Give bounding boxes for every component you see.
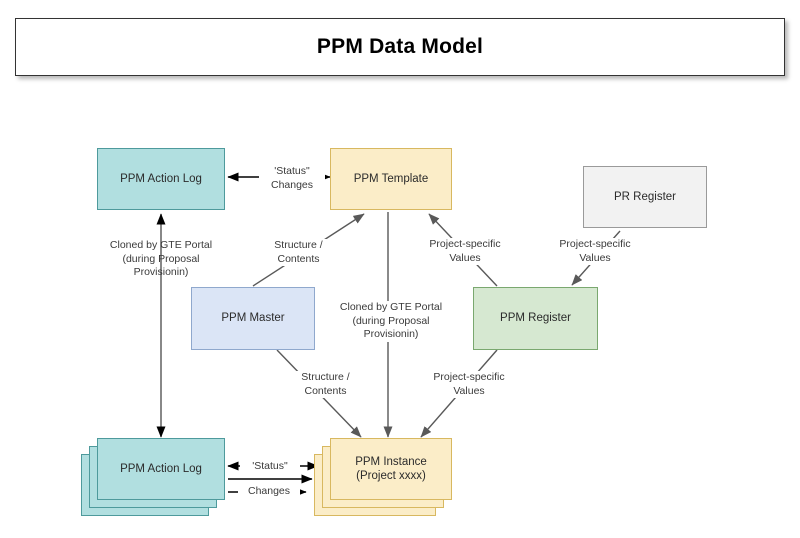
label-line-1: Changes (247, 485, 291, 497)
node-label: PR Register (614, 190, 676, 203)
label-line-2: Values (449, 251, 481, 264)
label-line-1: Structure / (274, 239, 323, 251)
node-label-line2: (Project xxxx) (356, 470, 426, 482)
label-line-3: Provisionin) (363, 328, 419, 341)
node-ppm-template[interactable]: PPM Template (330, 148, 452, 210)
node-label: PPM Action Log (120, 172, 202, 185)
node-ppm-action-log-top[interactable]: PPM Action Log (97, 148, 225, 210)
label-line-3: Provisionin) (133, 266, 189, 279)
node-label: PPM Template (353, 172, 429, 185)
label-line-1: Project-specific (559, 238, 631, 250)
label-line-1: 'Status" (274, 165, 310, 177)
label-line-2: Contents (304, 384, 347, 397)
label-line-1: Cloned by GTE Portal (109, 239, 213, 251)
node-label: PPM Action Log (120, 462, 202, 475)
edge-label-structure-contents-up: Structure / Contents (263, 239, 334, 267)
label-line-1: Cloned by GTE Portal (339, 301, 443, 313)
node-ppm-master[interactable]: PPM Master (191, 287, 315, 350)
node-label: PPM Master (221, 312, 285, 325)
edge-label-cloned-left: Cloned by GTE Portal (during Proposal Pr… (101, 239, 221, 280)
edge-label-values-register-to-instance: Project-specific Values (425, 371, 513, 399)
label-line-1: 'Status" (252, 460, 288, 472)
edge-label-structure-contents-down: Structure / Contents (290, 371, 361, 399)
title-banner: PPM Data Model (15, 18, 785, 76)
node-ppm-action-log-bottom[interactable]: PPM Action Log (97, 438, 225, 500)
edge-label-status-changes-top: 'Status" Changes (259, 165, 325, 193)
edge-label-values-register-to-template: Project-specific Values (421, 238, 509, 266)
label-line-2: Contents (277, 252, 320, 265)
label-line-1: Project-specific (433, 371, 505, 383)
node-ppm-register[interactable]: PPM Register (473, 287, 598, 350)
edge-label-status-bottom: 'Status" (240, 460, 300, 474)
label-line-2: (during Proposal (122, 252, 200, 265)
label-line-2: Values (453, 384, 485, 397)
node-pr-register[interactable]: PR Register (583, 166, 707, 228)
node-label-line1: PPM Instance (355, 455, 427, 468)
label-line-1: Structure / (301, 371, 350, 383)
edge-label-values-pr-to-register: Project-specific Values (551, 238, 639, 266)
edge-label-cloned-center: Cloned by GTE Portal (during Proposal Pr… (329, 301, 453, 342)
edge-label-changes-bottom: Changes (238, 485, 300, 499)
label-line-2: Values (579, 251, 611, 264)
page-title: PPM Data Model (316, 35, 484, 58)
label-line-2: (during Proposal (352, 314, 430, 327)
label-line-1: Project-specific (429, 238, 501, 250)
label-line-2: Changes (270, 178, 314, 191)
node-label: PPM Register (500, 312, 571, 325)
node-ppm-instance[interactable]: PPM Instance (Project xxxx) (330, 438, 452, 500)
